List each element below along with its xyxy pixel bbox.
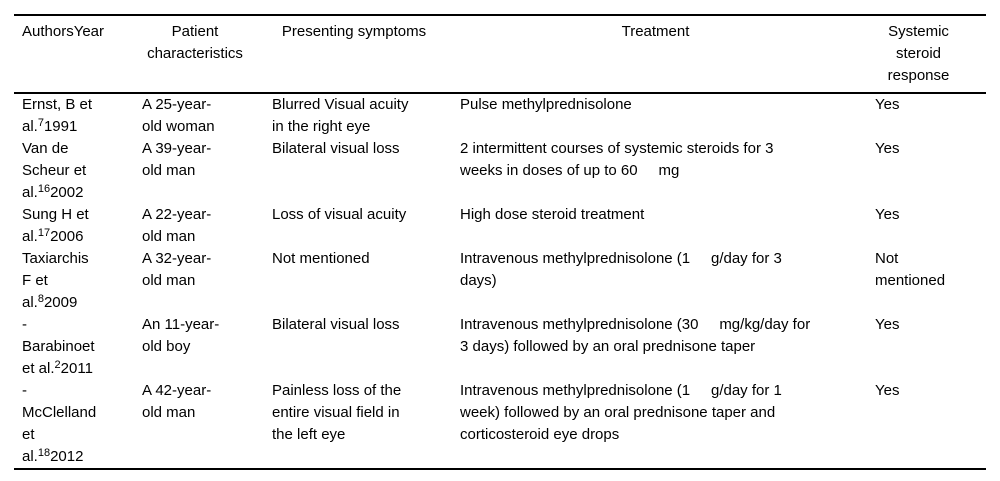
treatment-cell: Intravenous methylprednisolone (1 g/day … bbox=[460, 382, 787, 443]
symptoms-cell: Not mentioned bbox=[272, 250, 370, 267]
response-cell: Yes bbox=[875, 140, 900, 157]
author-text: Ernst, B et al. bbox=[22, 96, 93, 135]
patient-cell: A 22-year-old man bbox=[142, 206, 212, 245]
symptoms-cell: Loss of visual acuity bbox=[272, 206, 407, 223]
year-text: 2009 bbox=[43, 294, 78, 311]
reference-superscript: 18 bbox=[37, 447, 51, 459]
author-text: - Barabinoet et al. bbox=[22, 316, 95, 377]
col-header-patient-characteristics: Patient characteristics bbox=[147, 23, 243, 62]
case-reports-table: AuthorsYear Patient characteristics Pres… bbox=[14, 14, 986, 470]
treatment-cell: High dose steroid treatment bbox=[460, 206, 645, 223]
table-row: Sung H et al.172006 A 22-year-old man Lo… bbox=[14, 204, 986, 248]
treatment-cell: Intravenous methylprednisolone (1 g/day … bbox=[460, 250, 787, 289]
response-cell: Yes bbox=[875, 206, 900, 223]
symptoms-cell: Painless loss of the entire visual field… bbox=[272, 382, 402, 443]
reference-superscript: 8 bbox=[37, 293, 44, 305]
col-header-presenting-symptoms: Presenting symptoms bbox=[281, 23, 427, 40]
response-cell: Yes bbox=[875, 382, 900, 399]
authors-cell: Van de Scheur et al.162002 bbox=[14, 138, 142, 204]
reference-superscript: 16 bbox=[37, 183, 51, 195]
author-text: Van de Scheur et al. bbox=[22, 140, 87, 201]
table-row: - McClelland et al.182012 A 42-year-old … bbox=[14, 380, 986, 469]
reference-superscript: 17 bbox=[37, 227, 51, 239]
patient-cell: A 39-year-old man bbox=[142, 140, 212, 179]
col-header-systemic-steroid-response: Systemic steroid response bbox=[887, 23, 950, 84]
reference-superscript: 7 bbox=[37, 117, 44, 129]
year-text: 2012 bbox=[50, 448, 84, 465]
symptoms-cell: Blurred Visual acuity in the right eye bbox=[272, 96, 409, 135]
table-row: Van de Scheur et al.162002 A 39-year-old… bbox=[14, 138, 986, 204]
col-header-authors-year: AuthorsYear bbox=[22, 23, 105, 40]
table-row: - Barabinoet et al.22011 An 11-year-old … bbox=[14, 314, 986, 380]
authors-cell: - Barabinoet et al.22011 bbox=[14, 314, 142, 380]
response-cell: Yes bbox=[875, 316, 900, 333]
year-text: 1991 bbox=[43, 118, 78, 135]
header-row: AuthorsYear Patient characteristics Pres… bbox=[14, 15, 986, 93]
authors-cell: Ernst, B et al.71991 bbox=[14, 93, 142, 138]
author-text: - McClelland et al. bbox=[22, 382, 97, 465]
symptoms-cell: Bilateral visual loss bbox=[272, 316, 400, 333]
table-row: Ernst, B et al.71991 A 25-year-old woman… bbox=[14, 93, 986, 138]
patient-cell: A 42-year-old man bbox=[142, 382, 212, 421]
patient-cell: An 11-year-old boy bbox=[142, 316, 220, 355]
authors-cell: Sung H et al.172006 bbox=[14, 204, 142, 248]
table-row: Taxiarchis F et al.82009 A 32-year-old m… bbox=[14, 248, 986, 314]
authors-cell: Taxiarchis F et al.82009 bbox=[14, 248, 142, 314]
author-text: Sung H et al. bbox=[22, 206, 89, 245]
authors-cell: - McClelland et al.182012 bbox=[14, 380, 142, 469]
year-text: 2011 bbox=[60, 360, 93, 377]
response-cell: Not mentioned bbox=[875, 250, 946, 289]
symptoms-cell: Bilateral visual loss bbox=[272, 140, 400, 157]
author-text: Taxiarchis F et al. bbox=[22, 250, 89, 311]
patient-cell: A 25-year-old woman bbox=[142, 96, 215, 135]
patient-cell: A 32-year-old man bbox=[142, 250, 212, 289]
treatment-cell: Pulse methylprednisolone bbox=[460, 96, 632, 113]
response-cell: Yes bbox=[875, 96, 900, 113]
year-text: 2002 bbox=[50, 184, 84, 201]
reference-superscript: 2 bbox=[54, 359, 61, 371]
col-header-treatment: Treatment bbox=[621, 23, 690, 40]
year-text: 2006 bbox=[50, 228, 84, 245]
treatment-cell: 2 intermittent courses of systemic stero… bbox=[460, 140, 778, 179]
treatment-cell: Intravenous methylprednisolone (30 mg/kg… bbox=[460, 316, 815, 355]
